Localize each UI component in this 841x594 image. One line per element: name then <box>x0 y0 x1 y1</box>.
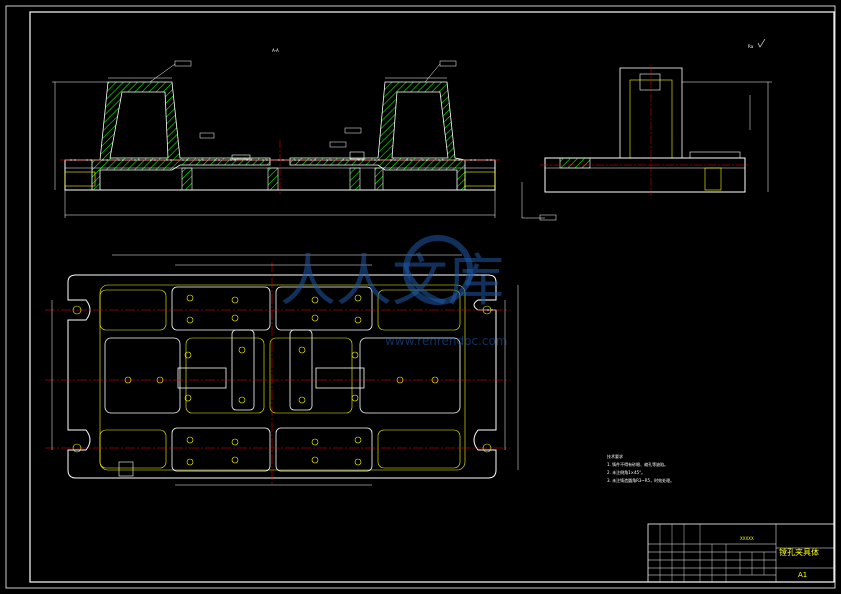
pocket-bot-left <box>171 427 271 472</box>
tag-5 <box>329 141 347 148</box>
slot-right <box>289 329 313 411</box>
tag-4 <box>344 127 362 134</box>
side-base <box>544 157 746 193</box>
watermark: 人人文库 www.renrendoc.com <box>280 235 507 348</box>
rib-1 <box>181 167 193 191</box>
top-boss-1 <box>231 154 251 160</box>
outer-frame <box>5 5 836 589</box>
section-label: A-A <box>272 48 279 53</box>
front-section-view: A-A <box>52 48 500 218</box>
watermark-logo-icon <box>403 235 473 305</box>
bottom-boss <box>118 461 134 477</box>
side-foot <box>704 167 722 191</box>
side-column-top <box>639 73 661 91</box>
watermark-logo-text: 人人文库 <box>280 249 504 314</box>
part-name: 镗孔夹具体 <box>779 547 819 557</box>
bolt-holes <box>72 294 492 466</box>
pocket-top-left <box>171 286 271 331</box>
tag-2 <box>439 60 457 67</box>
side-view: Ra <box>521 38 772 221</box>
leader-2 <box>424 63 441 83</box>
note-2: 2. 未注倒角1×45°。 <box>607 469 645 475</box>
drawing-number: XXXXX <box>740 536 754 541</box>
title-block-border <box>647 523 835 583</box>
rib-3 <box>349 167 361 191</box>
surface-check-symbol <box>757 38 766 48</box>
pocket-mid-3 <box>269 337 353 414</box>
side-tag <box>539 214 557 221</box>
slot-left <box>231 329 255 411</box>
pocket-mid-4 <box>359 337 461 414</box>
side-right-boss <box>689 151 741 159</box>
surface-mark: Ra <box>748 44 754 49</box>
sheet-size: A1 <box>798 571 807 579</box>
right-end-boss <box>464 171 496 187</box>
note-3: 3. 未注铸造圆角R3~R5，时效处理。 <box>607 477 674 483</box>
plan-outline <box>67 274 497 479</box>
inner-frame <box>29 11 835 583</box>
pocket-top-right <box>275 286 373 331</box>
rib-2 <box>267 167 279 191</box>
note-heading: 技术要求 <box>607 453 623 459</box>
plan-inner-frame <box>99 284 466 471</box>
rib-4 <box>374 167 384 191</box>
tag-3 <box>199 132 215 139</box>
side-left-hatch <box>559 157 591 169</box>
plan-view <box>45 254 519 486</box>
block-right <box>315 367 365 389</box>
left-tower-hatch <box>91 81 271 191</box>
pocket-bot-right <box>275 427 373 472</box>
watermark-url: www.renrendoc.com <box>385 334 507 348</box>
pocket-mid-1 <box>104 337 181 414</box>
note-1: 1. 铸件不得有砂眼、缩孔等缺陷。 <box>607 461 668 467</box>
block-left <box>177 367 227 389</box>
outer-pocket-br <box>377 429 461 469</box>
tag-1 <box>174 60 192 67</box>
title-block: XXXXX 镗孔夹具体 A1 <box>647 523 835 583</box>
tech-notes: 技术要求 1. 铸件不得有砂眼、缩孔等缺陷。 2. 未注倒角1×45°。 3. … <box>607 453 674 483</box>
left-end-boss <box>64 171 96 187</box>
right-tower-hatch <box>289 81 466 191</box>
pocket-mid-2 <box>185 337 265 414</box>
leader-1 <box>149 63 176 83</box>
top-boss-2 <box>349 151 365 160</box>
